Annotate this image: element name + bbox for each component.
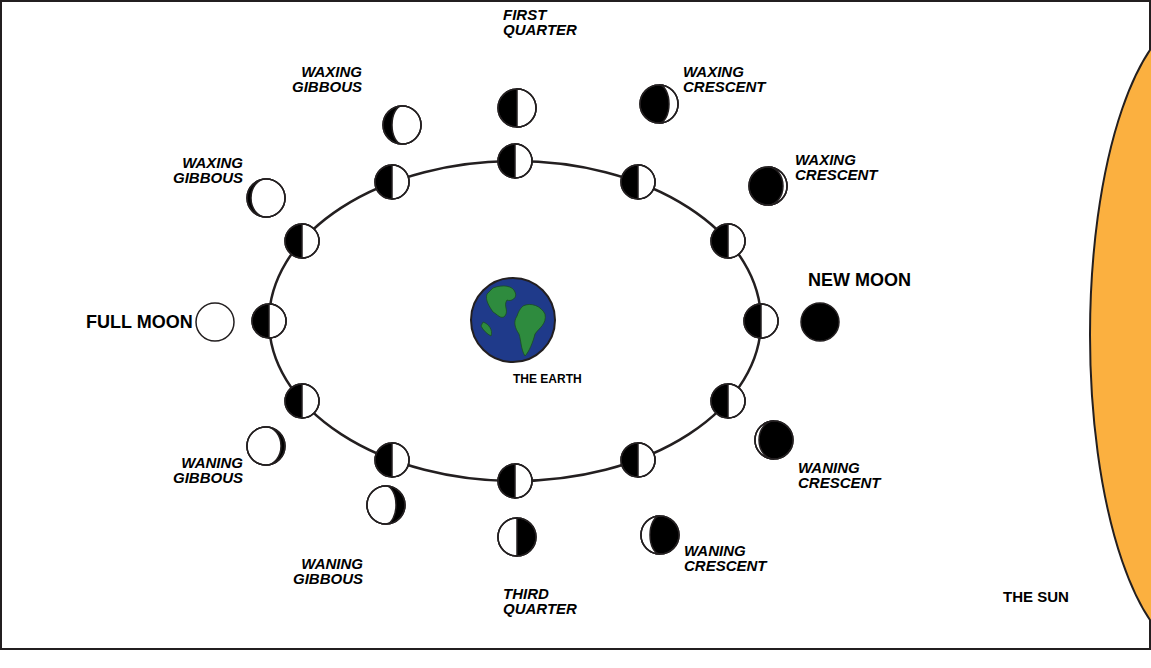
phase-label: WAXING GIBBOUS [173, 155, 243, 185]
frame [1, 1, 1150, 649]
phase-label: WANING CRESCENT [798, 460, 881, 490]
seen-phases [196, 85, 839, 556]
sun-node: THE SUN [990, 2, 1151, 649]
orbit [269, 161, 761, 481]
sun-node-shape [990, 2, 1151, 649]
node-title: THE SUN [1003, 588, 1069, 605]
phase-label: THIRD QUARTER [503, 586, 577, 616]
phase-label: WANING GIBBOUS [293, 556, 363, 586]
orbit-moons [252, 144, 778, 498]
phase-label: WAXING CRESCENT [795, 152, 878, 182]
phase-heading: FULL MOON [86, 312, 193, 332]
phase-heading: NEW MOON [808, 270, 911, 290]
phase-label: WANING GIBBOUS [173, 455, 243, 485]
phase-label: WAXING GIBBOUS [292, 64, 362, 94]
phase-label: WANING CRESCENT [684, 543, 767, 573]
earth-node: THE EARTH [463, 276, 563, 396]
phase-label: FIRST QUARTER [503, 7, 577, 37]
phase-label: WAXING CRESCENT [683, 64, 766, 94]
node-title: THE EARTH [513, 372, 582, 386]
